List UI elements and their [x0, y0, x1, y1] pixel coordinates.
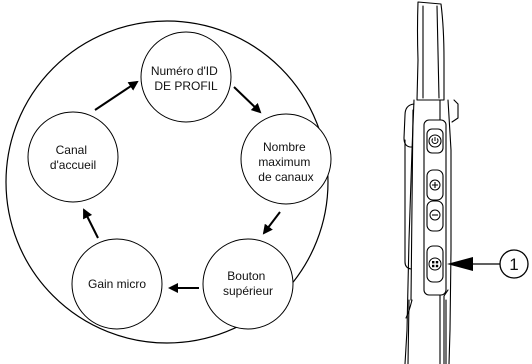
volume-down-button[interactable]: [426, 200, 444, 232]
node-profile-id-line-2: DE PROFIL: [154, 79, 218, 93]
node-top-button-line-2: supérieur: [223, 284, 273, 298]
arrow-home-to-profile: [94, 80, 139, 111]
node-profile-id: Numéro d'ID DE PROFIL: [140, 31, 232, 123]
node-mic-gain: Gain micro: [71, 238, 163, 330]
callout-marker: 1: [499, 249, 529, 279]
node-home-channel: Canal d'accueil: [27, 111, 119, 203]
node-home-channel-line-1: Canal: [56, 143, 87, 157]
grid-icon: [432, 261, 439, 268]
radio-antenna: [416, 1, 445, 101]
volume-up-button[interactable]: [426, 169, 444, 201]
node-top-button: Bouton supérieur: [202, 238, 294, 330]
plus-icon: [432, 182, 438, 188]
node-profile-id-line-1: Numéro d'ID: [151, 64, 218, 78]
radio-belt-clip: [403, 103, 415, 148]
node-mic-gain-line-1: Gain micro: [88, 277, 146, 291]
callout-label: 1: [509, 255, 518, 274]
svg-text:Bouton supérieur: Bouton supérieur: [223, 269, 273, 298]
svg-text:Gain micro: Gain micro: [88, 277, 146, 291]
arrow-profile-to-channels: [233, 86, 262, 114]
top-side-button[interactable]: [426, 245, 444, 283]
node-max-channels-line-2: maximum: [258, 155, 310, 169]
arrow-channels-to-button: [262, 211, 281, 235]
node-max-channels: Nombre maximum de canaux: [240, 113, 332, 205]
svg-text:Canal d'accueil: Canal d'accueil: [50, 143, 96, 172]
arrow-gain-to-home: [83, 208, 99, 239]
node-top-button-line-1: Bouton: [227, 269, 265, 283]
node-home-channel-line-2: d'accueil: [50, 158, 96, 172]
node-max-channels-line-1: Nombre: [263, 140, 306, 154]
power-button[interactable]: [426, 128, 444, 154]
power-icon: [431, 137, 439, 145]
svg-text:Nombre maximum de: Nombre maximum de canaux: [258, 140, 313, 184]
node-max-channels-line-3: de canaux: [258, 170, 313, 184]
svg-text:Numéro d'ID DE PROFIL: Numéro d'ID DE PROFIL: [151, 64, 221, 93]
callout-arrowhead: [447, 257, 473, 271]
